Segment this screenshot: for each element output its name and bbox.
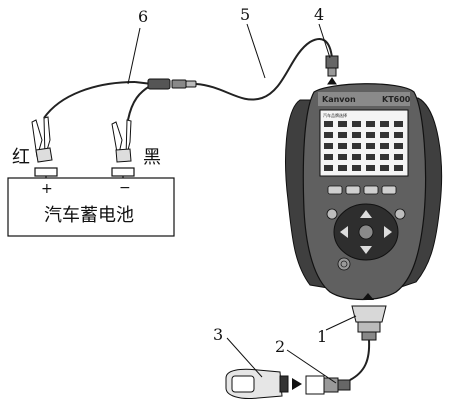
device-power-cable: [195, 38, 333, 101]
f2-key: [345, 185, 361, 195]
callout-4: 4: [314, 5, 324, 24]
positive-sign: +: [41, 181, 53, 197]
kt600-diagnostic-device: Kanvon KT600 汽车品牌选择: [285, 83, 443, 301]
down-arrow-icon: [360, 246, 372, 254]
direction-pad: [333, 203, 399, 261]
f4-key: [381, 185, 397, 195]
callout-1: 1: [317, 327, 327, 346]
callout-3: 3: [213, 325, 223, 344]
obd-cable-connector: [351, 305, 387, 341]
car-battery: + − 汽车蓄电池 红 黑: [7, 147, 175, 237]
battery-power-cable: [43, 81, 153, 121]
positive-terminal: [34, 167, 58, 177]
power-button: [337, 257, 351, 271]
brand-strip: [318, 92, 410, 106]
function-keys: [327, 185, 397, 195]
negative-sign: −: [119, 180, 131, 196]
callout-6: 6: [138, 7, 148, 26]
model-label: KT600: [382, 95, 411, 104]
red-clamp-label: 红: [12, 147, 30, 168]
obd-adapter: [225, 368, 289, 399]
right-side-key: [394, 208, 406, 220]
callout-leaders: [127, 23, 357, 384]
negative-terminal: [111, 167, 135, 177]
red-clamp: [31, 116, 53, 163]
battery-body: [7, 177, 175, 237]
top-connector: [325, 55, 339, 85]
connect-arrow-icon: [362, 293, 374, 300]
power-icon: [340, 260, 348, 268]
up-arrow-icon: [360, 210, 372, 218]
callout-2: 2: [275, 337, 285, 356]
left-side-key: [326, 208, 338, 220]
insert-arrow-icon: [292, 378, 302, 390]
power-plug-connector: [147, 78, 197, 90]
cable-plug: [305, 375, 351, 395]
brand-logo: Kanvon: [322, 95, 356, 104]
battery-label: 汽车蓄电池: [44, 205, 134, 226]
black-clamp-label: 黑: [143, 147, 161, 168]
right-arrow-icon: [384, 226, 392, 238]
black-clamp: [111, 119, 132, 163]
ok-button: [358, 224, 374, 240]
screen-header: 汽车品牌选择: [323, 112, 347, 118]
screen-icon-grid: [324, 121, 403, 171]
f3-key: [363, 185, 379, 195]
device-screen: [319, 109, 409, 177]
left-arrow-icon: [340, 226, 348, 238]
callout-5: 5: [240, 5, 250, 24]
diagnostic-cable: [349, 339, 371, 381]
f1-key: [327, 185, 343, 195]
